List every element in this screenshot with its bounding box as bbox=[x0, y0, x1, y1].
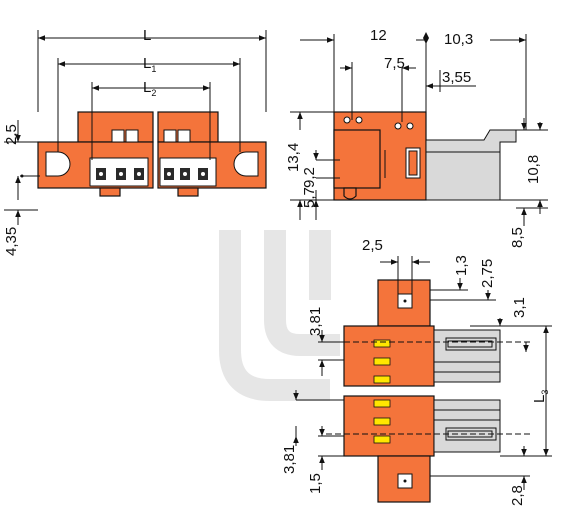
top-flange-lower bbox=[377, 455, 431, 503]
dim-3-1: 3,1 bbox=[511, 297, 528, 318]
dim-1-3: 1,3 bbox=[453, 255, 470, 276]
dim-2-8: 2,8 bbox=[509, 485, 526, 506]
dim-4-35: 4,35 bbox=[3, 227, 20, 256]
mounting-ear-left bbox=[45, 151, 71, 177]
dim-3-55: 3,55 bbox=[442, 69, 471, 86]
dim-L1: L1 bbox=[143, 55, 156, 74]
top-view bbox=[293, 256, 552, 503]
dim-10-3: 10,3 bbox=[444, 31, 473, 48]
dim-5-7: 5,7 bbox=[301, 187, 318, 208]
watermark-logo bbox=[219, 230, 340, 401]
dim-L: L bbox=[143, 27, 151, 44]
dim-12: 12 bbox=[370, 27, 387, 44]
dim-13-4: 13,4 bbox=[285, 143, 302, 172]
dim-3-81-bottom: 3,81 bbox=[281, 445, 298, 474]
dim-L2: L2 bbox=[143, 79, 156, 98]
dim-9-2: 9,2 bbox=[301, 167, 318, 188]
side-latch bbox=[425, 129, 517, 201]
dim-2-5-top: 2,5 bbox=[362, 237, 383, 254]
dim-1-5: 1,5 bbox=[307, 473, 324, 494]
dim-3-81-top: 3,81 bbox=[307, 307, 324, 336]
mounting-ear-right bbox=[233, 151, 259, 177]
dim-7-5: 7,5 bbox=[384, 55, 405, 72]
dim-10-8: 10,8 bbox=[525, 155, 542, 184]
dim-2-75: 2,75 bbox=[479, 259, 496, 288]
side-view bbox=[290, 32, 548, 226]
dim-L3: L3 bbox=[531, 390, 550, 403]
dim-8-5: 8,5 bbox=[509, 227, 526, 248]
front-view bbox=[4, 30, 267, 225]
dim-2-5-front: 2,5 bbox=[3, 124, 20, 145]
